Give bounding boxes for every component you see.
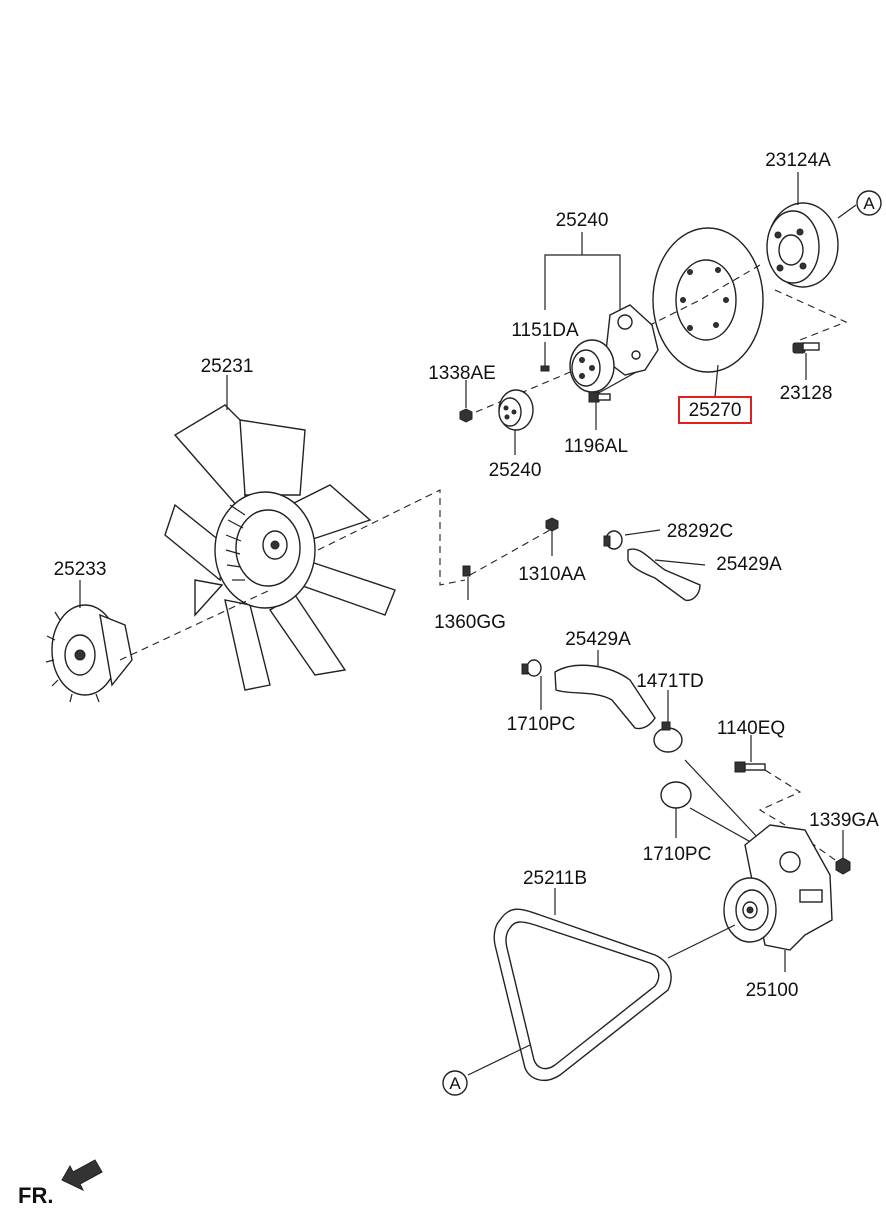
label-1710pc-top[interactable]: 1710PC (507, 714, 576, 735)
clip-1360gg[interactable] (462, 565, 471, 577)
hub-25240[interactable] (569, 339, 615, 393)
cooling-fan-25231[interactable] (164, 404, 396, 691)
ref-a-top-text: A (863, 194, 875, 213)
label-1338ae[interactable]: 1338AE (428, 363, 496, 384)
reference-marker-a-bottom: A (442, 1070, 468, 1096)
label-23124a[interactable]: 23124A (765, 150, 831, 171)
label-25231[interactable]: 25231 (201, 356, 254, 377)
ref-a-bottom-text: A (449, 1074, 461, 1093)
fan-clutch-25233[interactable] (45, 604, 133, 703)
coupling-25240-lower[interactable] (498, 389, 534, 431)
label-25100[interactable]: 25100 (746, 980, 799, 1001)
pulley-23124a[interactable] (766, 202, 839, 288)
label-25211b[interactable]: 25211B (523, 868, 587, 889)
bracket-25240[interactable] (604, 304, 659, 376)
label-25240-top[interactable]: 25240 (556, 210, 609, 231)
highlight-box-25270 (678, 396, 752, 424)
label-1310aa[interactable]: 1310AA (518, 564, 586, 585)
label-25233[interactable]: 25233 (54, 559, 107, 580)
label-1710pc-bottom[interactable]: 1710PC (643, 844, 712, 865)
clamp-1471td[interactable] (653, 721, 683, 753)
reference-marker-a-top: A (856, 190, 882, 216)
label-25270[interactable]: 25270 (689, 400, 742, 421)
label-1151da[interactable]: 1151DA (511, 320, 579, 341)
label-1140eq[interactable]: 1140EQ (717, 718, 785, 739)
label-1196al[interactable]: 1196AL (564, 436, 628, 457)
clamp-28292c[interactable] (603, 530, 623, 550)
label-25240-bottom[interactable]: 25240 (489, 460, 542, 481)
hose-25429a-top[interactable] (627, 548, 701, 602)
water-pump-25100[interactable] (723, 824, 833, 951)
hose-25429a-middle[interactable] (554, 664, 656, 730)
label-28292c[interactable]: 28292C (667, 521, 734, 542)
bolt-23128[interactable] (792, 342, 820, 354)
clamp-1710pc-top[interactable] (521, 659, 542, 677)
label-1471td[interactable]: 1471TD (636, 671, 704, 692)
fan-pulley-25270[interactable] (652, 227, 764, 373)
drive-belt-25211b[interactable] (493, 908, 672, 1082)
label-23128[interactable]: 23128 (780, 383, 833, 404)
front-direction-arrow-icon (61, 1159, 103, 1192)
label-25429a-middle[interactable]: 25429A (565, 629, 631, 650)
bolt-1140eq[interactable] (734, 761, 766, 773)
label-25429a-top[interactable]: 25429A (716, 554, 782, 575)
front-label: FR. (18, 1183, 53, 1208)
nut-1338ae[interactable] (459, 408, 473, 423)
bolt-1196al[interactable] (588, 391, 611, 403)
o-ring-1710pc[interactable] (660, 781, 692, 809)
nut-1339ga[interactable] (835, 857, 851, 875)
label-1360gg[interactable]: 1360GG (434, 612, 506, 633)
nut-1310aa[interactable] (545, 517, 559, 532)
label-1339ga[interactable]: 1339GA (809, 810, 879, 831)
